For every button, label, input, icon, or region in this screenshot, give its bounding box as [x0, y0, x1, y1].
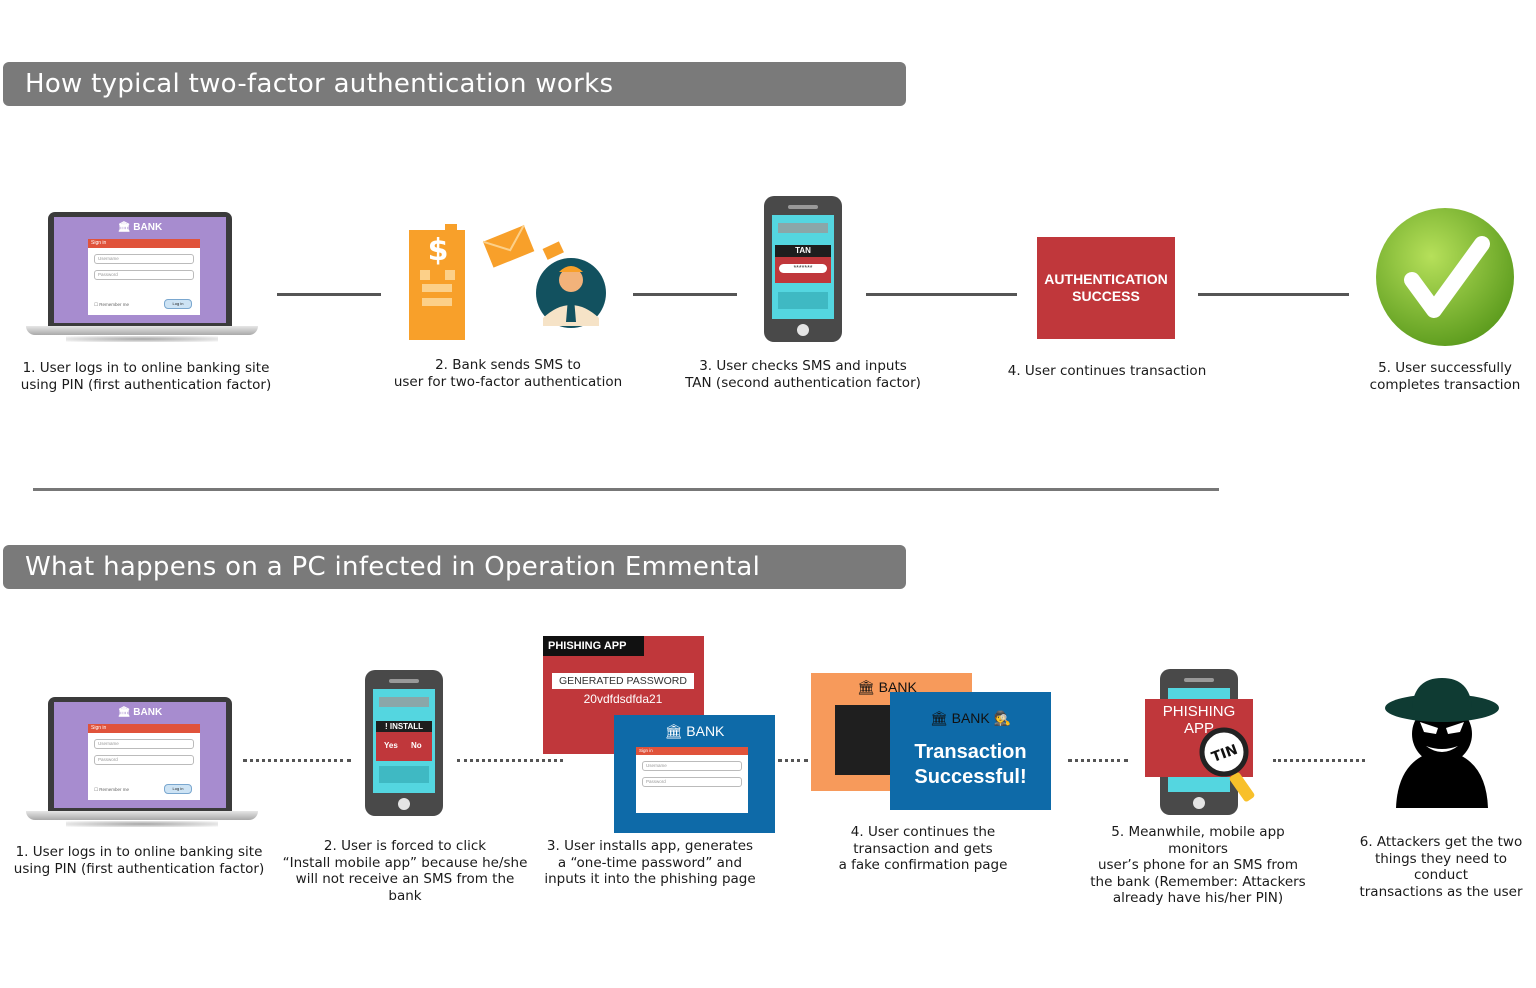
login-button: Log in — [164, 299, 192, 309]
phishing-app-label: PHISHING APP — [543, 636, 644, 656]
tan-panel: TAN ******* — [775, 245, 831, 283]
section-divider — [33, 488, 1219, 491]
login-form: Sign in Username Password — [636, 747, 748, 813]
dotted-connector — [243, 759, 351, 762]
login-form: Sign in Username Password ☐ Remember me … — [88, 724, 200, 800]
install-dialog: ! INSTALL Yes No — [376, 721, 432, 761]
no-button: No — [411, 741, 422, 750]
dotted-connector — [778, 759, 808, 762]
connector-line — [866, 293, 1017, 296]
tan-input: ******* — [779, 264, 827, 273]
small-envelope-icon — [542, 241, 564, 260]
remember-checkbox: ☐ Remember me — [94, 302, 130, 307]
bank-icon: 🏛 BANK — [664, 723, 725, 739]
tan-label: TAN — [775, 245, 831, 257]
section1-header: How typical two-factor authentication wo… — [3, 62, 906, 106]
dotted-connector — [457, 759, 563, 762]
svg-text:$: $ — [428, 233, 449, 268]
laptop-illustration: 🏛 BANK Sign in Username Password ☐ Remem… — [26, 212, 262, 347]
bank-icon: 🏛 BANK — [117, 707, 163, 718]
password-field: Password — [94, 270, 194, 280]
dollar-phone-icon: $ — [409, 224, 465, 340]
connector-line — [633, 293, 737, 296]
magnifier-icon: TIN — [1199, 727, 1255, 802]
install-label: ! INSTALL — [376, 721, 432, 732]
signin-bar: Sign in — [88, 239, 200, 248]
bank-icon: 🏛 BANK — [857, 679, 917, 695]
bank-label: BANK — [133, 707, 163, 718]
dotted-connector — [1068, 759, 1128, 762]
yes-button: Yes — [384, 741, 398, 750]
step-caption: 2. User is forced to click“Install mobil… — [282, 838, 528, 904]
envelope-icon — [482, 224, 535, 268]
phishing-bank-page: 🏛 BANK Sign in Username Password — [614, 715, 775, 833]
username-field: Username — [94, 254, 194, 264]
sms-illustration: $ — [409, 224, 606, 340]
user-avatar-icon — [536, 258, 606, 328]
login-form: Sign in Username Password ☐ Remember me … — [88, 239, 200, 315]
dotted-connector — [1273, 759, 1365, 762]
laptop-illustration: 🏛 BANK Sign in Username Password ☐ Remem… — [26, 697, 262, 832]
bank-label: BANK — [133, 222, 163, 233]
step-caption: 4. User continues transaction — [1007, 363, 1207, 379]
generated-password-label: GENERATED PASSWORD — [552, 673, 694, 689]
attacker-icon — [1385, 678, 1499, 808]
phone-illustration: ! INSTALL Yes No — [365, 670, 443, 816]
checkmark-icon — [1376, 208, 1514, 346]
generated-password-value: 20vdfdsdfda21 — [583, 692, 663, 706]
connector-line — [277, 293, 381, 296]
section2-header: What happens on a PC infected in Operati… — [3, 545, 906, 589]
connector-line — [1198, 293, 1349, 296]
phone-illustration: TAN ******* — [764, 196, 842, 342]
bank-spy-icon: 🏛 BANK 🕵 — [929, 710, 1012, 726]
bank-icon: 🏛 BANK — [117, 222, 163, 233]
